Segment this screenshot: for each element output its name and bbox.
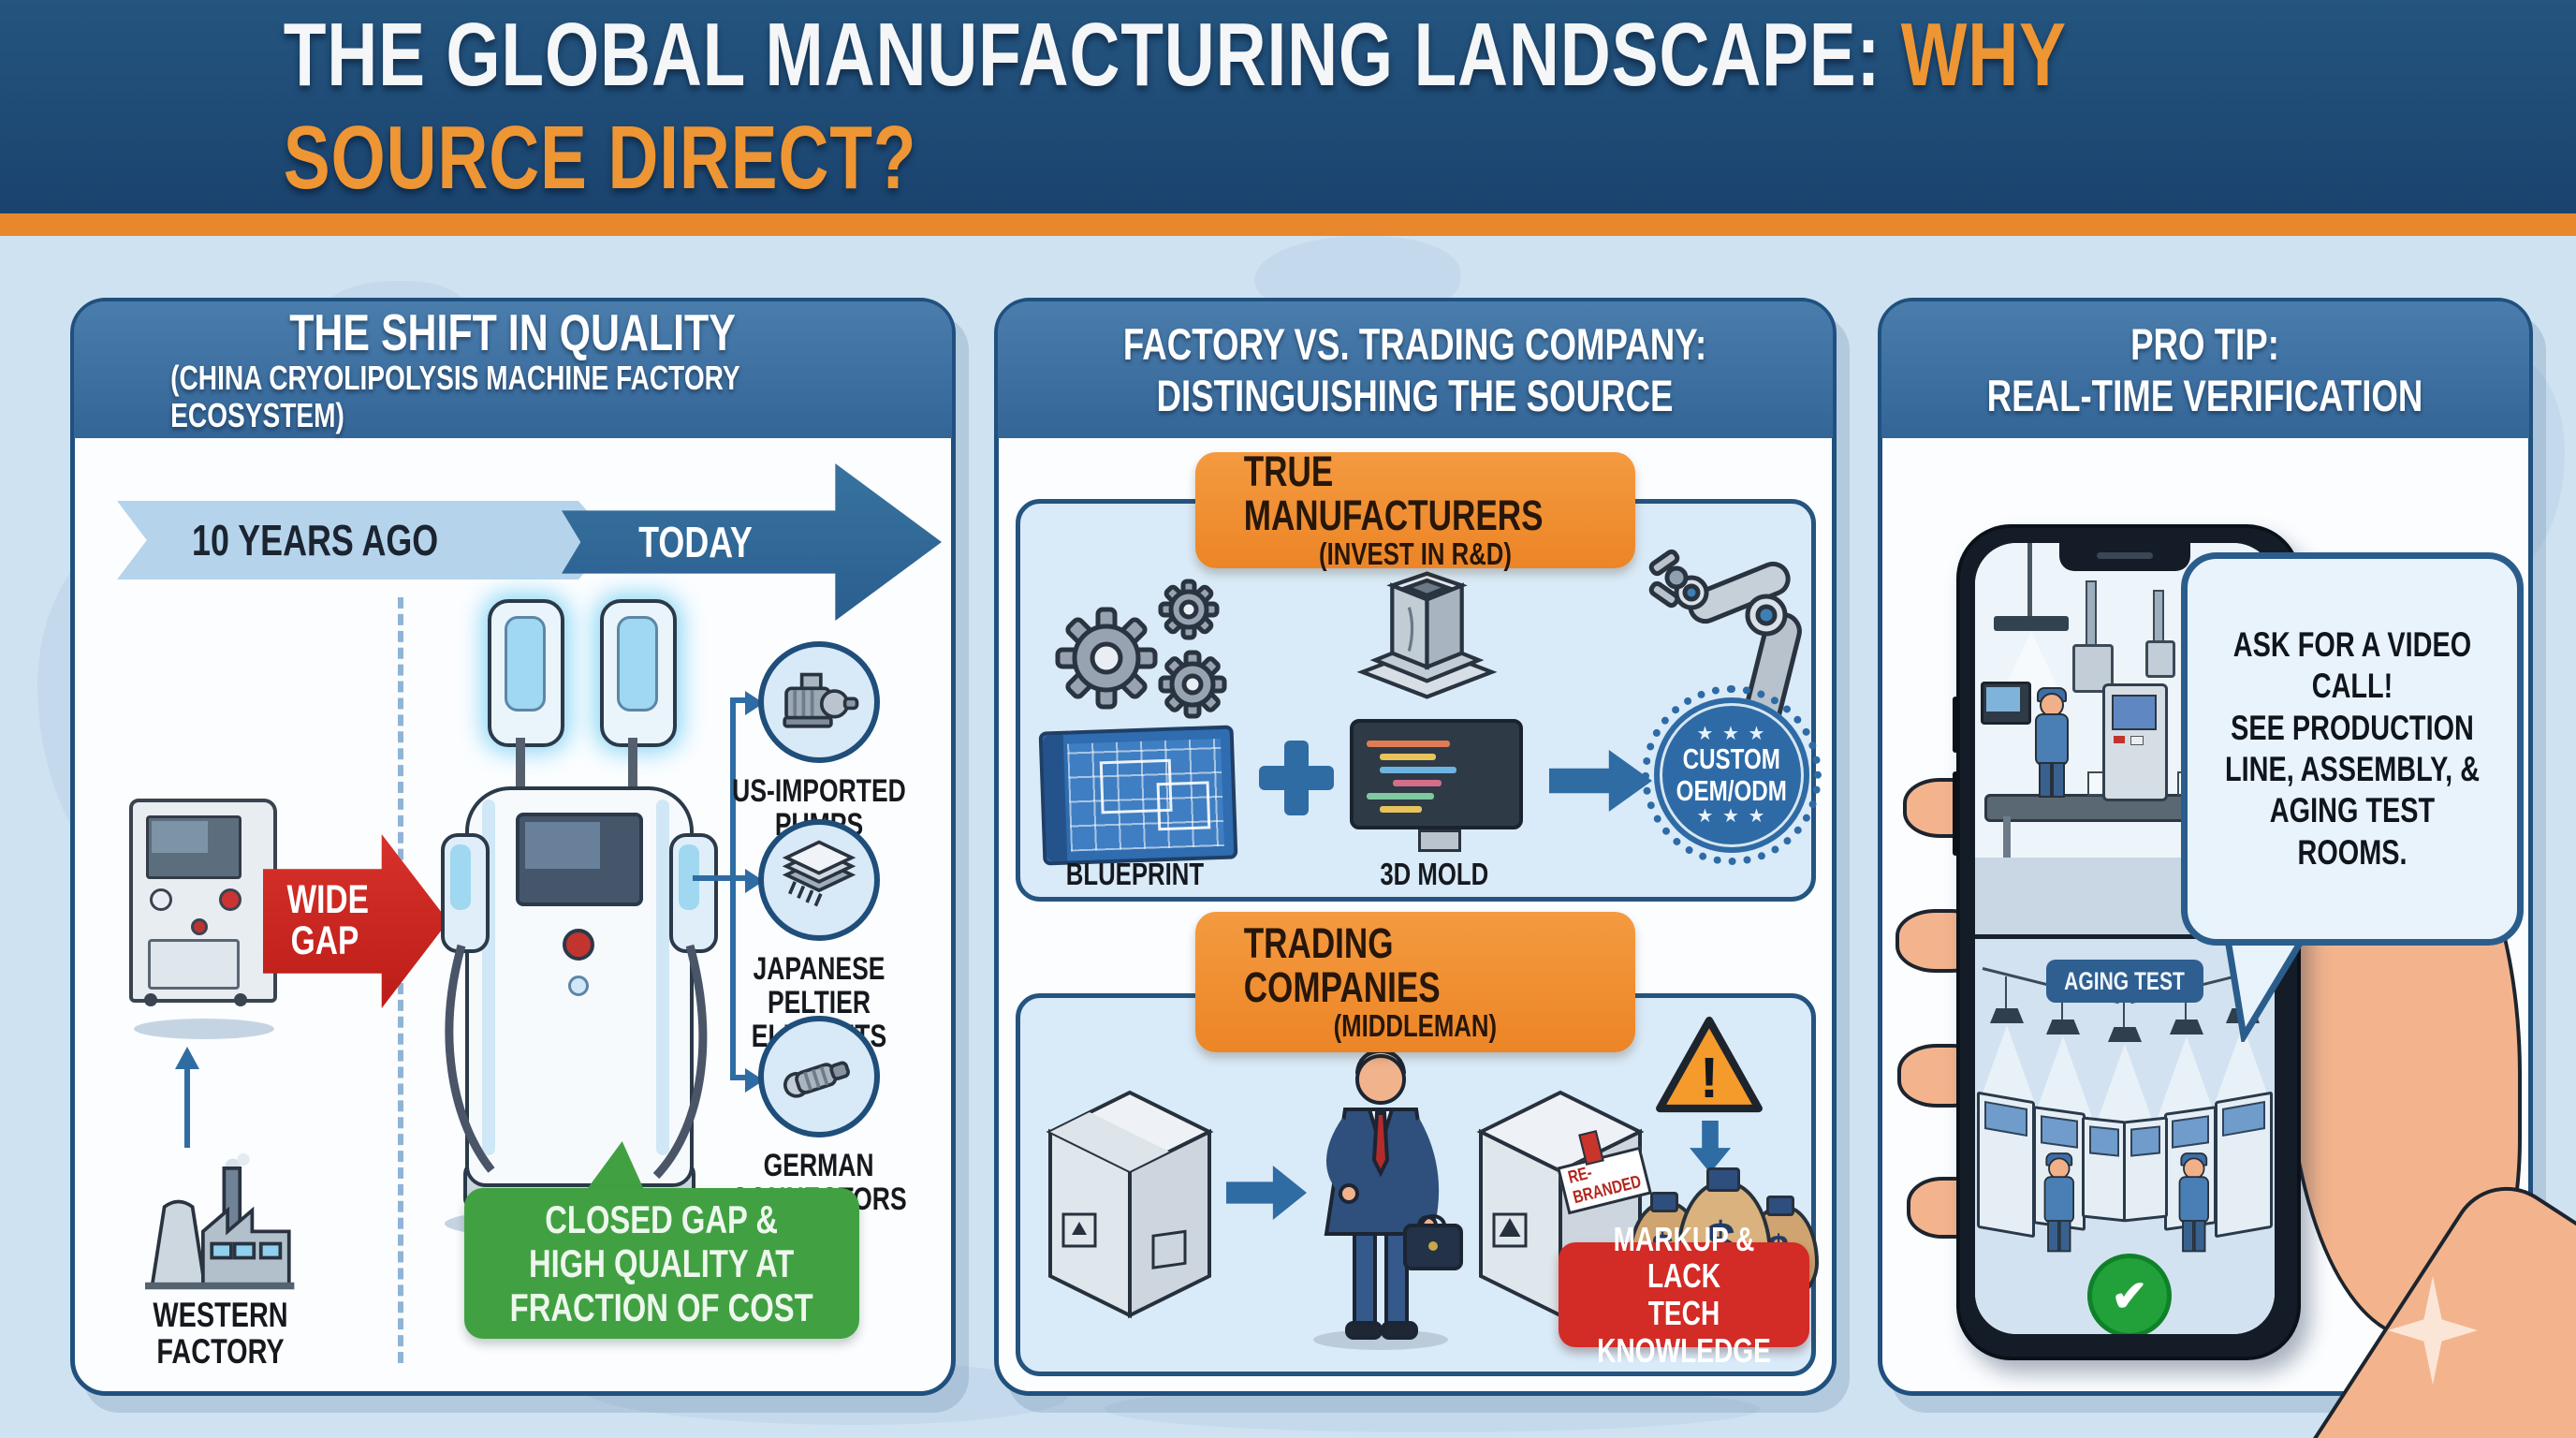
warning-icon: ! <box>1654 1014 1764 1115</box>
markup-note: MARKUP & LACK TECH KNOWLEDGE <box>1559 1220 1809 1369</box>
code-monitor-icon <box>1350 719 1523 829</box>
worker-icon <box>2033 683 2069 805</box>
mold-icon <box>1345 548 1509 707</box>
timeline-today-arrow: TODAY <box>562 463 942 621</box>
oem-odm-seal: ★ ★ ★ CUSTOM OEM/ODM ★ ★ ★ <box>1642 685 1822 865</box>
closed-gap-note: CLOSED GAP & HIGH QUALITY AT FRACTION OF… <box>464 1188 859 1339</box>
screen-divider <box>1975 934 2275 939</box>
page-title-main: THE GLOBAL MANUFACTURING LANDSCAPE: <box>283 5 1901 105</box>
plus-icon <box>1259 741 1334 815</box>
phone-notch <box>2059 543 2190 571</box>
wide-gap-label: WIDE GAP <box>286 877 370 963</box>
banner-divider <box>0 213 2576 236</box>
middleman-icon <box>1296 1042 1465 1351</box>
svg-text:!: ! <box>1700 1046 1719 1109</box>
manufacturers-badge: TRUE MANUFACTURERS (INVEST IN R&D) <box>1195 449 1635 571</box>
right-panel-header: PRO TIP: REAL-TIME VERIFICATION <box>1881 301 2529 438</box>
panel-shift-in-quality: THE SHIFT IN QUALITY (CHINA CRYOLIPOLYSI… <box>70 298 956 1396</box>
factory-label: WESTERN FACTORY <box>152 1296 288 1371</box>
aging-test-scene: AGING TEST <box>1975 939 2275 1334</box>
component-arrow-line <box>730 1075 747 1080</box>
speech-bubble: ASK FOR A VIDEO CALL! SEE PRODUCTION LIN… <box>2181 552 2524 946</box>
timeline-past-band: 10 YEARS AGO <box>117 501 613 580</box>
western-factory-icon <box>126 1152 304 1293</box>
timeline-today-label: TODAY <box>638 518 753 566</box>
peltier-icon <box>758 819 880 941</box>
carton-box-icon <box>1041 1074 1219 1331</box>
seal-stars-top: ★ ★ ★ <box>1696 723 1767 744</box>
seal-stars-bottom: ★ ★ ★ <box>1696 806 1767 828</box>
component-bracket-line <box>730 700 736 1080</box>
blueprint-label: BLUEPRINT <box>1065 857 1204 891</box>
page-title: THE GLOBAL MANUFACTURING LANDSCAPE: WHY … <box>284 4 2293 210</box>
check-icon: ✔ <box>2087 1254 2172 1334</box>
component-arrow-line <box>730 697 747 703</box>
old-machine-icon <box>120 799 288 1042</box>
wide-gap-arrow: WIDE GAP <box>263 834 448 1008</box>
monitor-stand <box>1418 829 1461 852</box>
connector-icon <box>758 1016 880 1137</box>
pump-icon <box>758 641 880 763</box>
phone: AGING TEST <box>1953 524 2301 1360</box>
right-panel-title: PRO TIP: REAL-TIME VERIFICATION <box>1987 318 2423 420</box>
page-title-accent: WHY SOURCE DIRECT? <box>283 5 2066 208</box>
seal-text: CUSTOM OEM/ODM <box>1676 741 1788 807</box>
panel-pro-tip: PRO TIP: REAL-TIME VERIFICATION <box>1878 298 2576 1438</box>
left-panel-subtitle: (CHINA CRYOLIPOLYSIS MACHINE FACTORY ECO… <box>170 359 740 434</box>
rebranded-box-icon: RE-BRANDED <box>1471 1074 1652 1331</box>
component-arrow-line <box>730 875 747 881</box>
phone-button <box>1953 697 1958 753</box>
blueprint-icon <box>1038 725 1238 866</box>
left-panel-header: THE SHIFT IN QUALITY (CHINA CRYOLIPOLYSI… <box>74 301 952 438</box>
title-banner: THE GLOBAL MANUFACTURING LANDSCAPE: WHY … <box>0 0 2576 213</box>
middle-panel-title: FACTORY VS. TRADING COMPANY: DISTINGUISH… <box>1123 318 1707 420</box>
panel-factory-vs-trading: FACTORY VS. TRADING COMPANY: DISTINGUISH… <box>994 298 1837 1396</box>
cable-lines <box>445 944 708 1180</box>
phone-button <box>1953 771 1958 856</box>
gears-icon <box>1050 574 1237 733</box>
modern-machine-icon <box>426 599 725 1245</box>
component-bracket-line <box>693 875 736 881</box>
aging-test-sign: AGING TEST <box>2046 960 2203 1003</box>
worker-icon <box>2042 1150 2074 1259</box>
left-panel-title: THE SHIFT IN QUALITY <box>289 302 737 361</box>
traders-badge: TRADING COMPANIES (MIDDLEMAN) <box>1195 912 1635 1052</box>
timeline-past-label: 10 YEARS AGO <box>192 516 439 565</box>
middle-panel-header: FACTORY VS. TRADING COMPANY: DISTINGUISH… <box>998 301 1833 438</box>
mold-label: 3D MOLD <box>1380 857 1488 891</box>
worker-icon <box>2177 1150 2209 1259</box>
